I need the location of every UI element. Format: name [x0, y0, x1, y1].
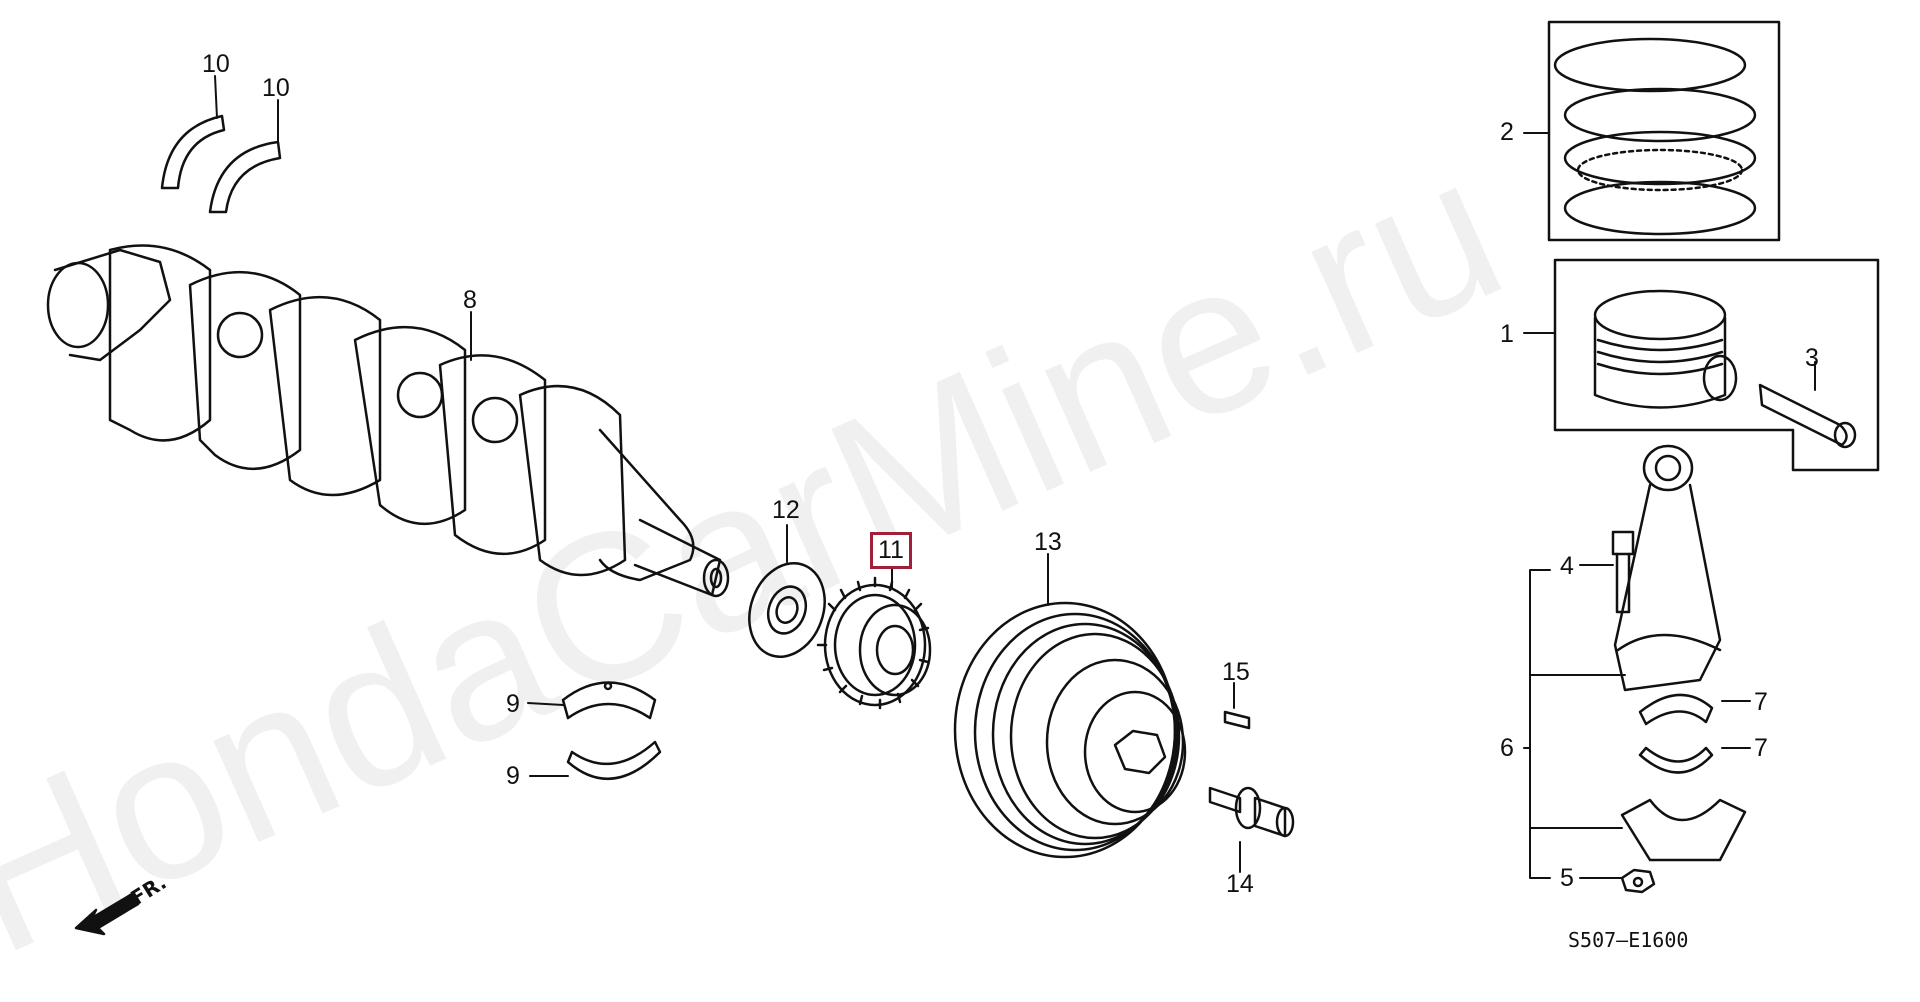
- callout-6[interactable]: 6: [1500, 734, 1514, 762]
- callout-1[interactable]: 1: [1500, 320, 1514, 348]
- thrust-washer-left[interactable]: [160, 114, 282, 214]
- callout-10-right[interactable]: 10: [262, 74, 290, 102]
- piston-pin[interactable]: [1758, 383, 1857, 449]
- callout-9-lower[interactable]: 9: [506, 762, 520, 790]
- connecting-rod-nut[interactable]: [1620, 868, 1656, 894]
- main-bearing-lower[interactable]: [566, 740, 662, 781]
- connecting-rod-bearing-upper[interactable]: [1638, 693, 1714, 726]
- callout-8[interactable]: 8: [463, 286, 477, 314]
- piston-assembly[interactable]: [1553, 258, 1880, 472]
- callout-2[interactable]: 2: [1500, 118, 1514, 146]
- crankshaft[interactable]: [46, 244, 730, 598]
- callout-12[interactable]: 12: [772, 496, 800, 524]
- connecting-rod-bolt[interactable]: [1611, 530, 1635, 614]
- oil-seal-plate[interactable]: [737, 553, 837, 668]
- timing-belt-drive-pulley[interactable]: [816, 576, 932, 710]
- crankshaft-pulley[interactable]: [953, 601, 1187, 859]
- parts-diagram: [46, 20, 1880, 936]
- connecting-rod-cap[interactable]: [1620, 798, 1747, 862]
- callout-11[interactable]: 11: [870, 532, 912, 569]
- front-arrow-icon: [74, 892, 140, 936]
- callout-14[interactable]: 14: [1226, 870, 1254, 898]
- piston-ring-set[interactable]: [1547, 20, 1781, 242]
- callout-4[interactable]: 4: [1560, 552, 1574, 580]
- diagram-code: S507—E1600: [1568, 928, 1689, 952]
- callout-13[interactable]: 13: [1034, 528, 1062, 556]
- callout-3[interactable]: 3: [1805, 344, 1819, 372]
- callout-7-lower[interactable]: 7: [1754, 734, 1768, 762]
- callout-5[interactable]: 5: [1560, 864, 1574, 892]
- callout-9-upper[interactable]: 9: [506, 690, 520, 718]
- main-bearing-upper[interactable]: [561, 681, 657, 720]
- crankshaft-pulley-bolt[interactable]: [1208, 786, 1295, 838]
- callout-15[interactable]: 15: [1222, 658, 1250, 686]
- woodruff-key[interactable]: [1223, 710, 1251, 730]
- leader-lines: [214, 75, 1816, 879]
- connecting-rod[interactable]: [1613, 444, 1722, 692]
- connecting-rod-bearing-lower[interactable]: [1638, 746, 1714, 774]
- callout-10-left[interactable]: 10: [202, 50, 230, 78]
- callout-7-upper[interactable]: 7: [1754, 688, 1768, 716]
